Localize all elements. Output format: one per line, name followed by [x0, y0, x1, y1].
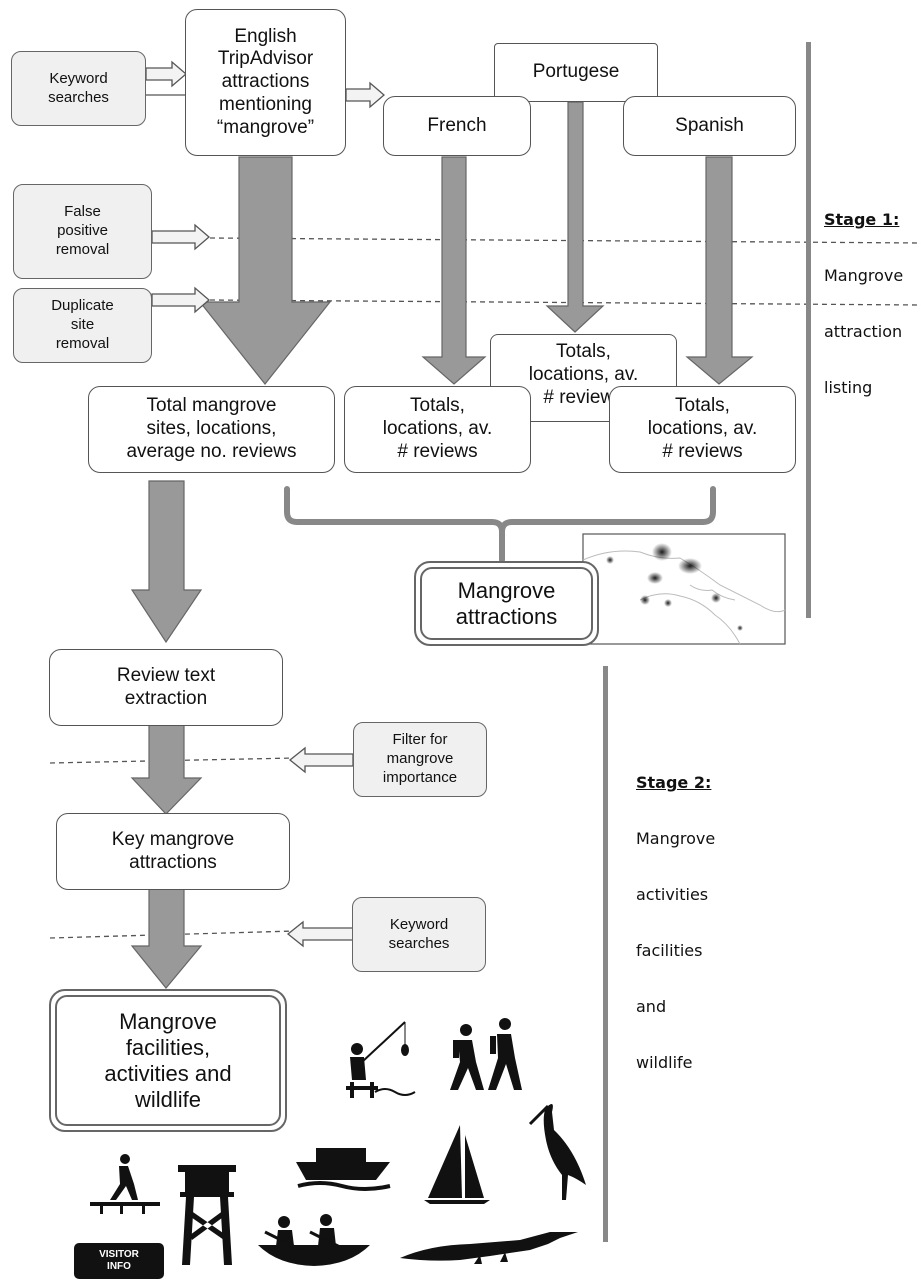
totals-spanish-box: Totals, locations, av. # reviews	[609, 386, 796, 473]
totals-spanish-label: Totals, locations, av. # reviews	[647, 395, 758, 462]
review-text-label: Review text extraction	[116, 664, 216, 709]
visitor-info-icon: VISITOR INFO	[74, 1243, 164, 1279]
walkway-icon	[90, 1154, 160, 1214]
review-text-box: Review text extraction	[49, 649, 283, 726]
mangrove-attractions-label: Mangrove attractions	[455, 577, 558, 629]
french-box: French	[383, 96, 531, 156]
duplicate-site-label: Duplicate site removal	[51, 297, 114, 352]
stage2-line-4: and	[636, 997, 667, 1016]
arrow-portugese	[545, 101, 605, 333]
stage2-line-1: Mangrove	[636, 829, 716, 848]
arrow-english-total	[198, 156, 332, 385]
stage1-line-3: listing	[824, 378, 873, 397]
arrow-filter	[288, 746, 354, 774]
mangrove-attractions-box: Mangrove attractions	[414, 561, 599, 646]
facilities-inner: Mangrove facilities, activities and wild…	[55, 995, 281, 1126]
false-positive-box: False positive removal	[13, 184, 152, 279]
total-mangrove-box: Total mangrove sites, locations, average…	[88, 386, 335, 473]
hikers-icon	[450, 1018, 522, 1090]
arrow-review-key	[130, 724, 203, 815]
stage2-title: Stage 2:	[636, 773, 712, 792]
stage2-line-5: wildlife	[636, 1053, 693, 1072]
spanish-box: Spanish	[623, 96, 796, 156]
key-attractions-box: Key mangrove attractions	[56, 813, 290, 890]
canoe-icon	[258, 1214, 370, 1266]
arrow-french	[421, 156, 487, 385]
total-mangrove-label: Total mangrove sites, locations, average…	[126, 395, 297, 462]
arrow-duplicate	[151, 286, 210, 314]
false-positive-label: False positive removal	[55, 203, 110, 258]
stage1-line-2: attraction	[824, 322, 903, 341]
keyword-searches-label-2: Keyword searches	[388, 915, 450, 952]
map-thumbnail	[582, 533, 786, 645]
dashed-lines	[49, 237, 921, 939]
arrow-false-positive	[151, 223, 210, 251]
mangrove-attractions-inner: Mangrove attractions	[420, 567, 593, 640]
portugese-box: Portugese	[494, 43, 658, 102]
filter-importance-box: Filter for mangrove importance	[353, 722, 487, 797]
arrow-key-facilities	[130, 888, 203, 989]
arrow-english-french	[345, 81, 385, 109]
facilities-box: Mangrove facilities, activities and wild…	[49, 989, 287, 1132]
arrow-keyword-2	[286, 920, 354, 948]
french-label: French	[427, 114, 487, 136]
keyword-searches-box-2: Keyword searches	[352, 897, 486, 972]
arrow-keyword-english	[145, 60, 187, 88]
english-attractions-box: English TripAdvisor attractions mentioni…	[185, 9, 346, 156]
spanish-label: Spanish	[675, 114, 744, 136]
totals-portugese-label: Totals, locations, av. # reviews	[528, 341, 639, 408]
brace-connector	[284, 486, 716, 563]
english-attractions-label: English TripAdvisor attractions mentioni…	[216, 25, 315, 138]
keyword-searches-label-1: Keyword searches	[48, 69, 109, 106]
sailboat-icon	[424, 1125, 490, 1204]
flow-arrows	[130, 101, 754, 989]
fishing-icon	[346, 1021, 416, 1098]
stage1-bar	[806, 42, 811, 618]
filter-importance-label: Filter for mangrove importance	[382, 731, 458, 786]
duplicate-site-box: Duplicate site removal	[13, 288, 152, 363]
stage1-title: Stage 1:	[824, 210, 900, 229]
keyword-searches-box-1: Keyword searches	[11, 51, 146, 126]
stage1-line-1: Mangrove	[824, 266, 904, 285]
arrow-total-review	[130, 480, 203, 644]
key-attractions-label: Key mangrove attractions	[111, 828, 235, 873]
side-arrows	[145, 60, 385, 948]
watchtower-icon	[178, 1165, 236, 1265]
visitor-label: VISITOR	[99, 1249, 139, 1260]
stage2-line-2: activities	[636, 885, 709, 904]
stage2-line-3: facilities	[636, 941, 703, 960]
stork-icon	[528, 1104, 586, 1200]
stage2-bar	[603, 666, 608, 1242]
arrow-spanish	[685, 156, 754, 385]
crocodile-icon	[400, 1232, 578, 1264]
totals-french-label: Totals, locations, av. # reviews	[382, 395, 493, 462]
boat-icon	[296, 1148, 391, 1191]
facilities-label: Mangrove facilities, activities and wild…	[104, 1008, 232, 1112]
totals-french-box: Totals, locations, av. # reviews	[344, 386, 531, 473]
info-label: INFO	[107, 1261, 131, 1272]
portugese-label: Portugese	[532, 61, 620, 83]
